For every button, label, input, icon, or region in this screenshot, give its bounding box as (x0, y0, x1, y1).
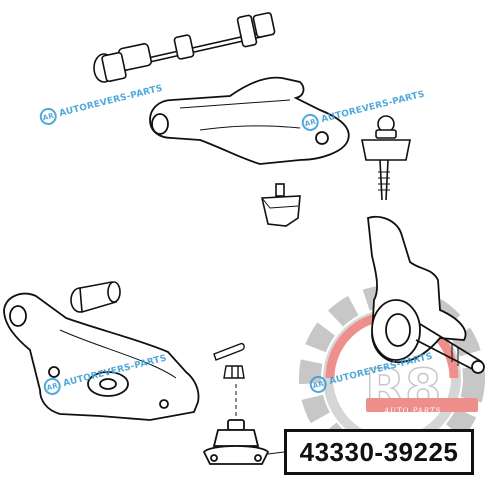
part-callout-line (267, 451, 285, 455)
bump-stopper (261, 183, 301, 227)
cotter-pin (213, 342, 245, 361)
lower-arm-bushing (70, 281, 121, 314)
part-number-box: 43330-39225 (284, 429, 474, 475)
part-number: 43330-39225 (299, 436, 459, 467)
steering-knuckle (367, 215, 485, 374)
stabilizer-link-rod (93, 12, 276, 83)
lower-control-arm (3, 292, 200, 421)
upper-ball-joint (361, 115, 411, 201)
upper-control-arm (149, 76, 350, 165)
logo-band (366, 398, 478, 412)
castle-nut (223, 365, 245, 379)
lower-ball-joint (202, 419, 270, 465)
logo-subtitle: AUTO PARTS (384, 407, 442, 415)
